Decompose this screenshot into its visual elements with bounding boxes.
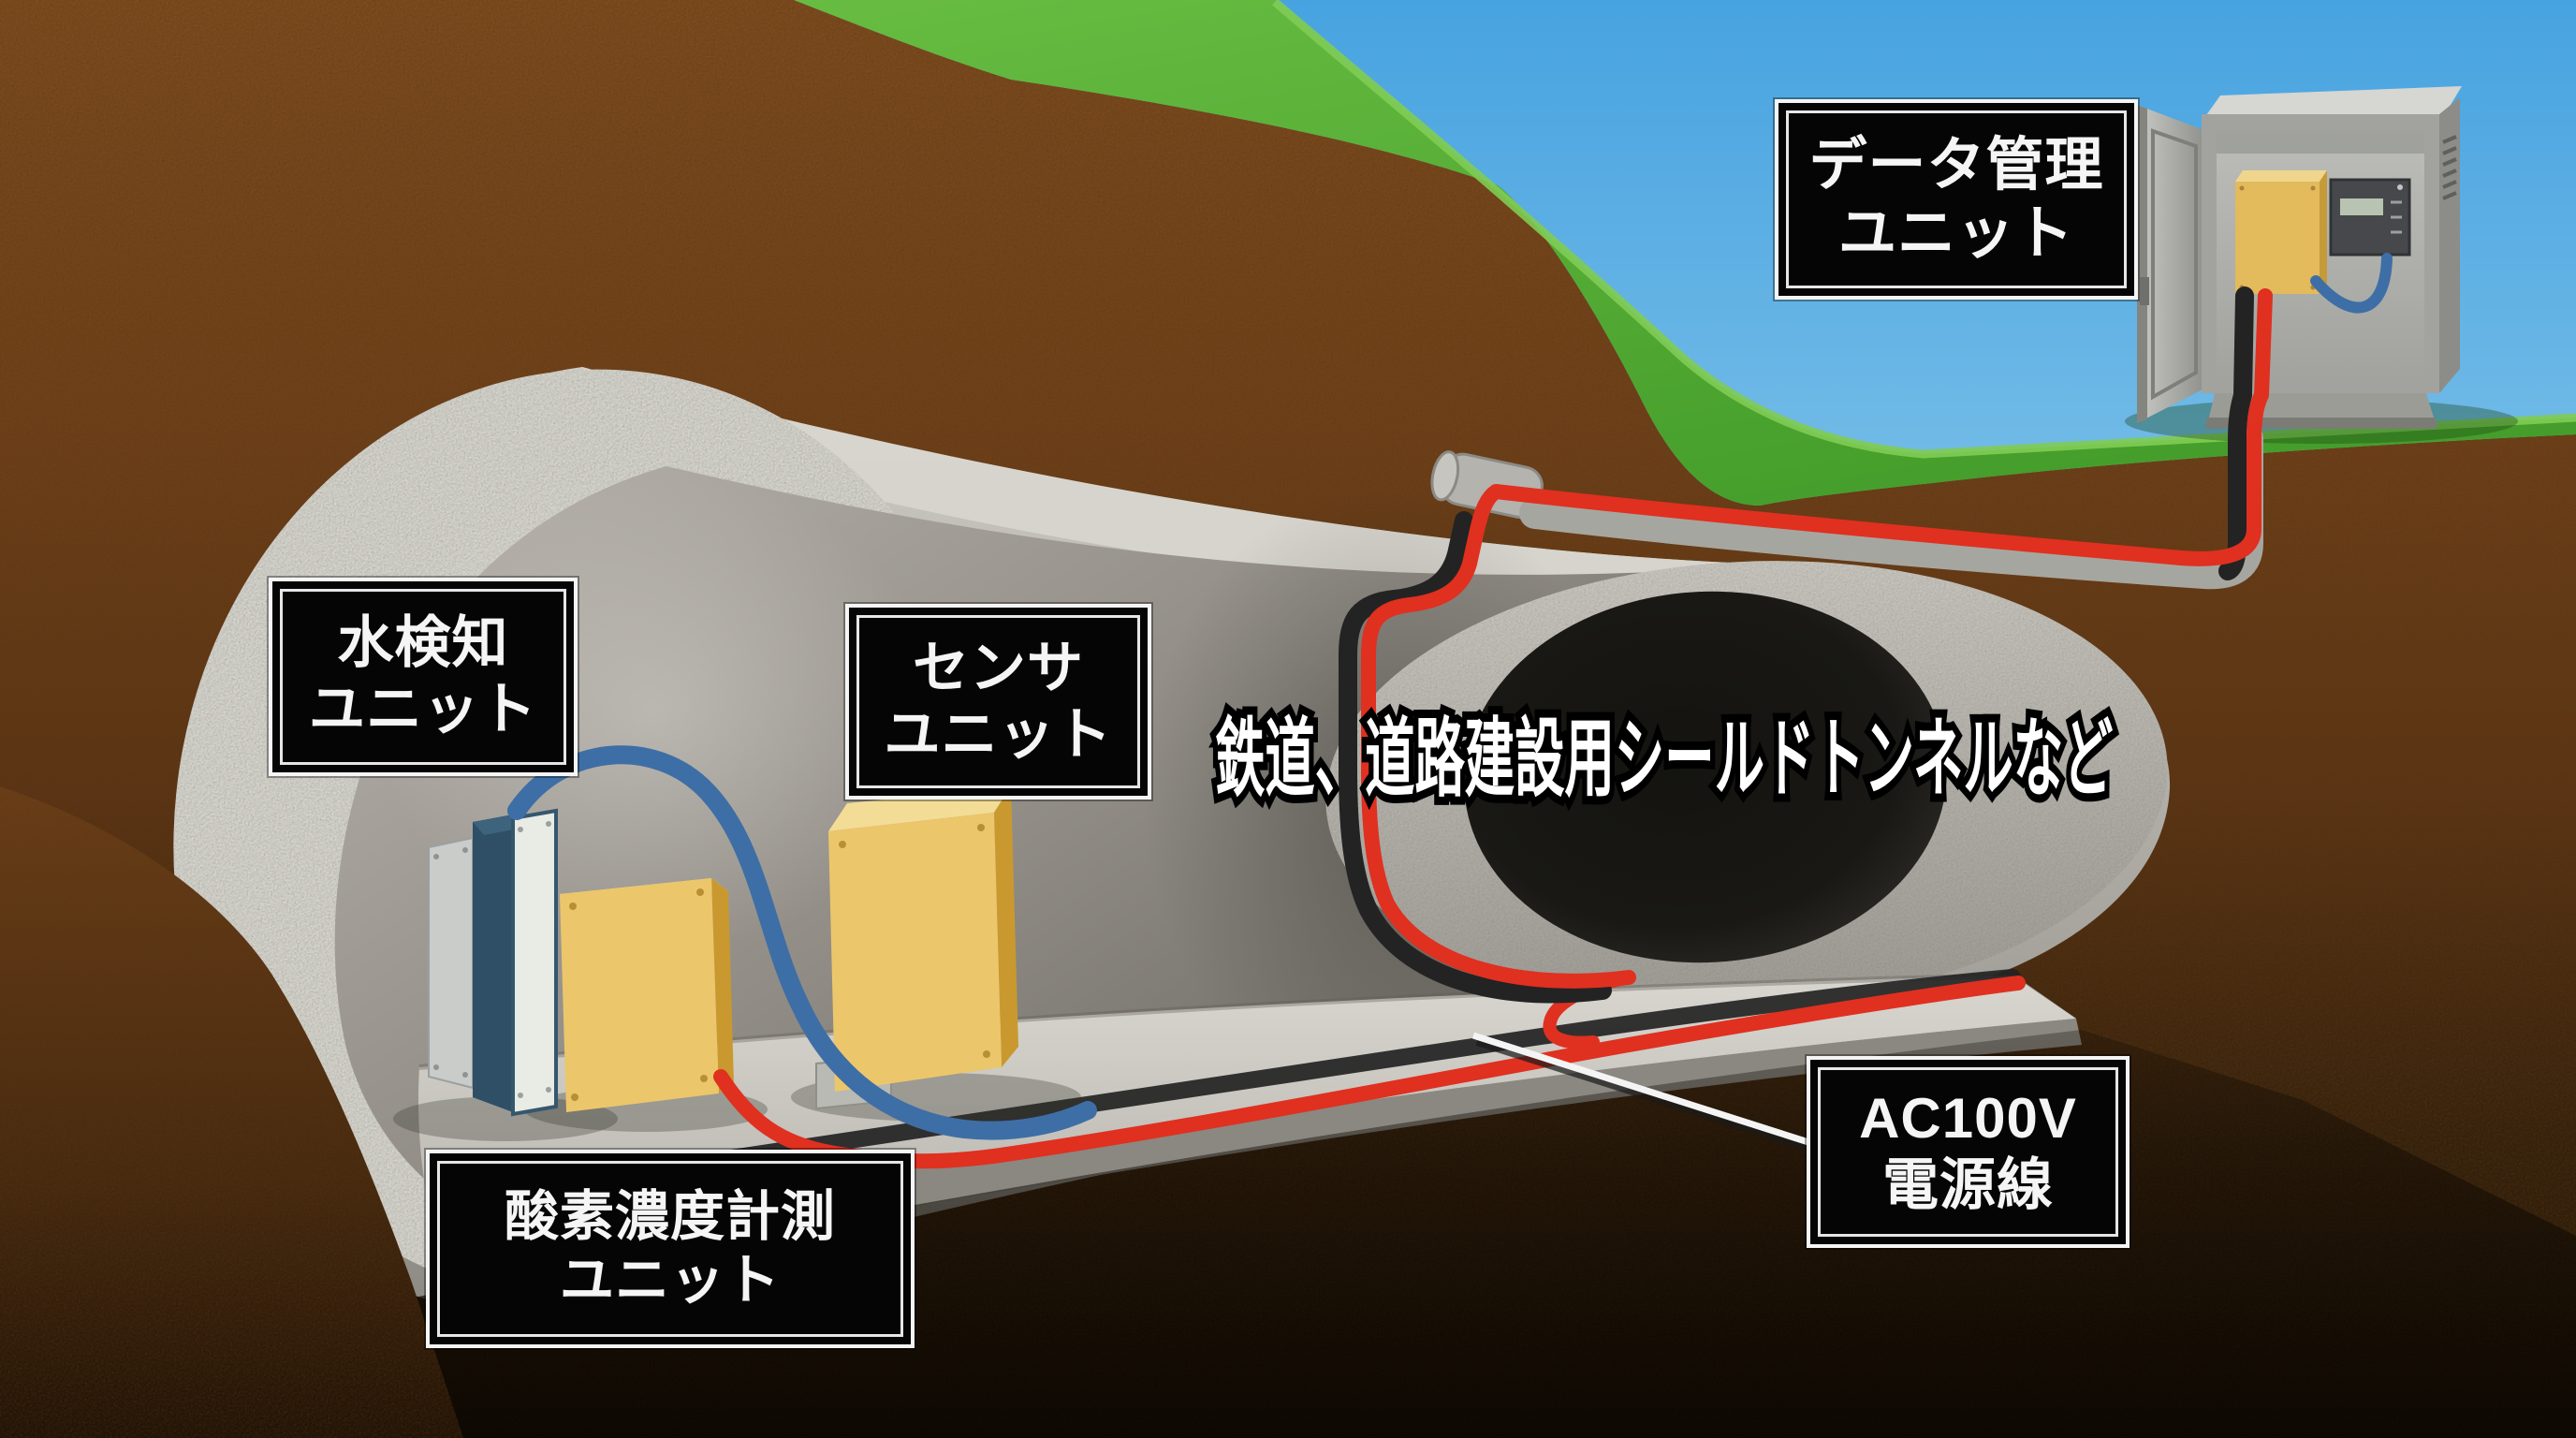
label-water-detection-unit: 水検知 ユニット [269, 578, 578, 776]
label-text: 水検知 [337, 611, 509, 675]
leader-line [1471, 1032, 1814, 1152]
label-ac100v-power-line: AC100V 電源線 [1807, 1056, 2130, 1248]
water-detection-device [428, 808, 558, 1117]
lcd-screen [2340, 198, 2383, 215]
cabinet-top [2202, 86, 2462, 122]
signal-cable-blue [507, 745, 1097, 1140]
controller-device [2329, 178, 2411, 257]
foreground-earth [0, 786, 463, 1438]
wall-cable-black [1339, 511, 1612, 1004]
label-text: ユニット [309, 678, 537, 741]
cabinet-signal-cable-blue [2310, 253, 2393, 314]
oxygen-measurement-device [560, 878, 734, 1112]
power-cable-red [1361, 288, 2273, 989]
data-cabinet [2125, 86, 2518, 444]
data-management-device [2235, 170, 2327, 294]
grass-hill [794, 0, 2576, 506]
label-text: 酸素濃度計測 [504, 1185, 836, 1247]
label-text: ユニット [884, 702, 1113, 766]
door-key-handle [2140, 277, 2149, 305]
vent-slots-icon [2442, 135, 2457, 200]
label-text: データ管理 [1808, 132, 2104, 198]
label-oxygen-measurement-unit: 酸素濃度計測 ユニット [426, 1150, 915, 1348]
tunnel-opening [1464, 591, 1947, 963]
label-text: 電源線 [1882, 1152, 2054, 1216]
cabinet-side [2439, 97, 2460, 393]
label-sensor-unit: センサ ユニット [845, 604, 1151, 800]
label-text: センサ [913, 636, 1084, 699]
label-data-management-unit: データ管理 ユニット [1775, 99, 2138, 300]
label-text: ユニット [1837, 201, 2074, 266]
cabinet-door [2137, 105, 2206, 423]
label-text: AC100V [1859, 1086, 2077, 1150]
label-text: ユニット [559, 1250, 781, 1311]
cabinet-cable-black [2218, 286, 2254, 580]
